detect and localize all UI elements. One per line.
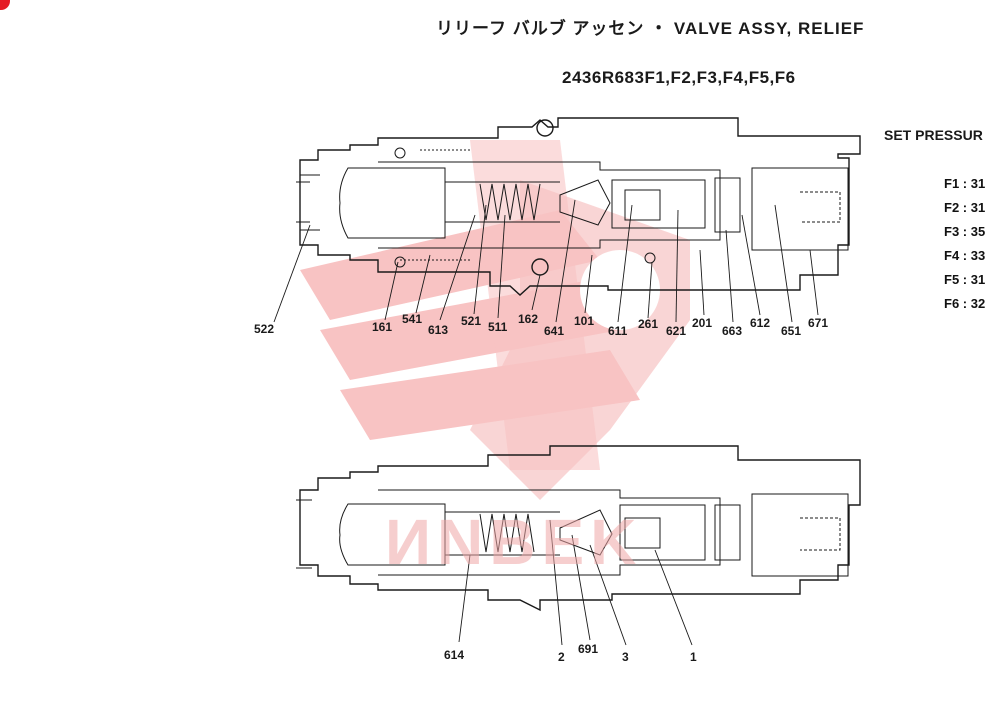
callout-101: 101 [574,314,595,328]
watermark-text: ИNBEK [385,506,643,578]
callout-511: 511 [488,320,508,334]
callout-201: 201 [692,316,713,330]
callout-522: 522 [254,322,275,336]
pressure-row: F2 : 31 [944,200,986,215]
callout-663: 663 [722,324,743,338]
callout-161: 161 [372,320,393,334]
callout-541: 541 [402,312,423,326]
callout-671: 671 [808,316,829,330]
callout-613: 613 [428,323,449,337]
callout-691: 691 [578,642,599,656]
set-pressure-label: SET PRESSUR [884,127,983,143]
callout-162: 162 [518,312,539,326]
pressure-row: F4 : 33 [944,248,986,263]
callout-611: 611 [608,324,628,338]
pressure-row: F6 : 32 [944,296,986,311]
pressure-row: F1 : 31 [944,176,986,191]
pressure-list: F1 : 31 F2 : 31 F3 : 35 F4 : 33 F5 : 31 … [944,176,985,320]
callout-641: 641 [544,324,565,338]
callout-261: 261 [638,317,659,331]
diagram-title: リリーフ バルブ アッセン ・ VALVE ASSY, RELIEF [436,19,865,38]
callout-521: 521 [461,314,482,328]
callout-1: 1 [690,650,697,664]
callout-614: 614 [444,648,465,662]
callout-612: 612 [750,316,771,330]
pressure-row: F5 : 31 [944,272,986,287]
model-number: 2436R683F1,F2,F3,F4,F5,F6 [562,68,796,87]
corner-badge-icon [0,0,10,10]
callout-651: 651 [781,324,802,338]
callout-2: 2 [558,650,565,664]
pressure-row: F3 : 35 [944,224,986,239]
callout-3: 3 [622,650,629,664]
callout-621: 621 [666,324,687,338]
